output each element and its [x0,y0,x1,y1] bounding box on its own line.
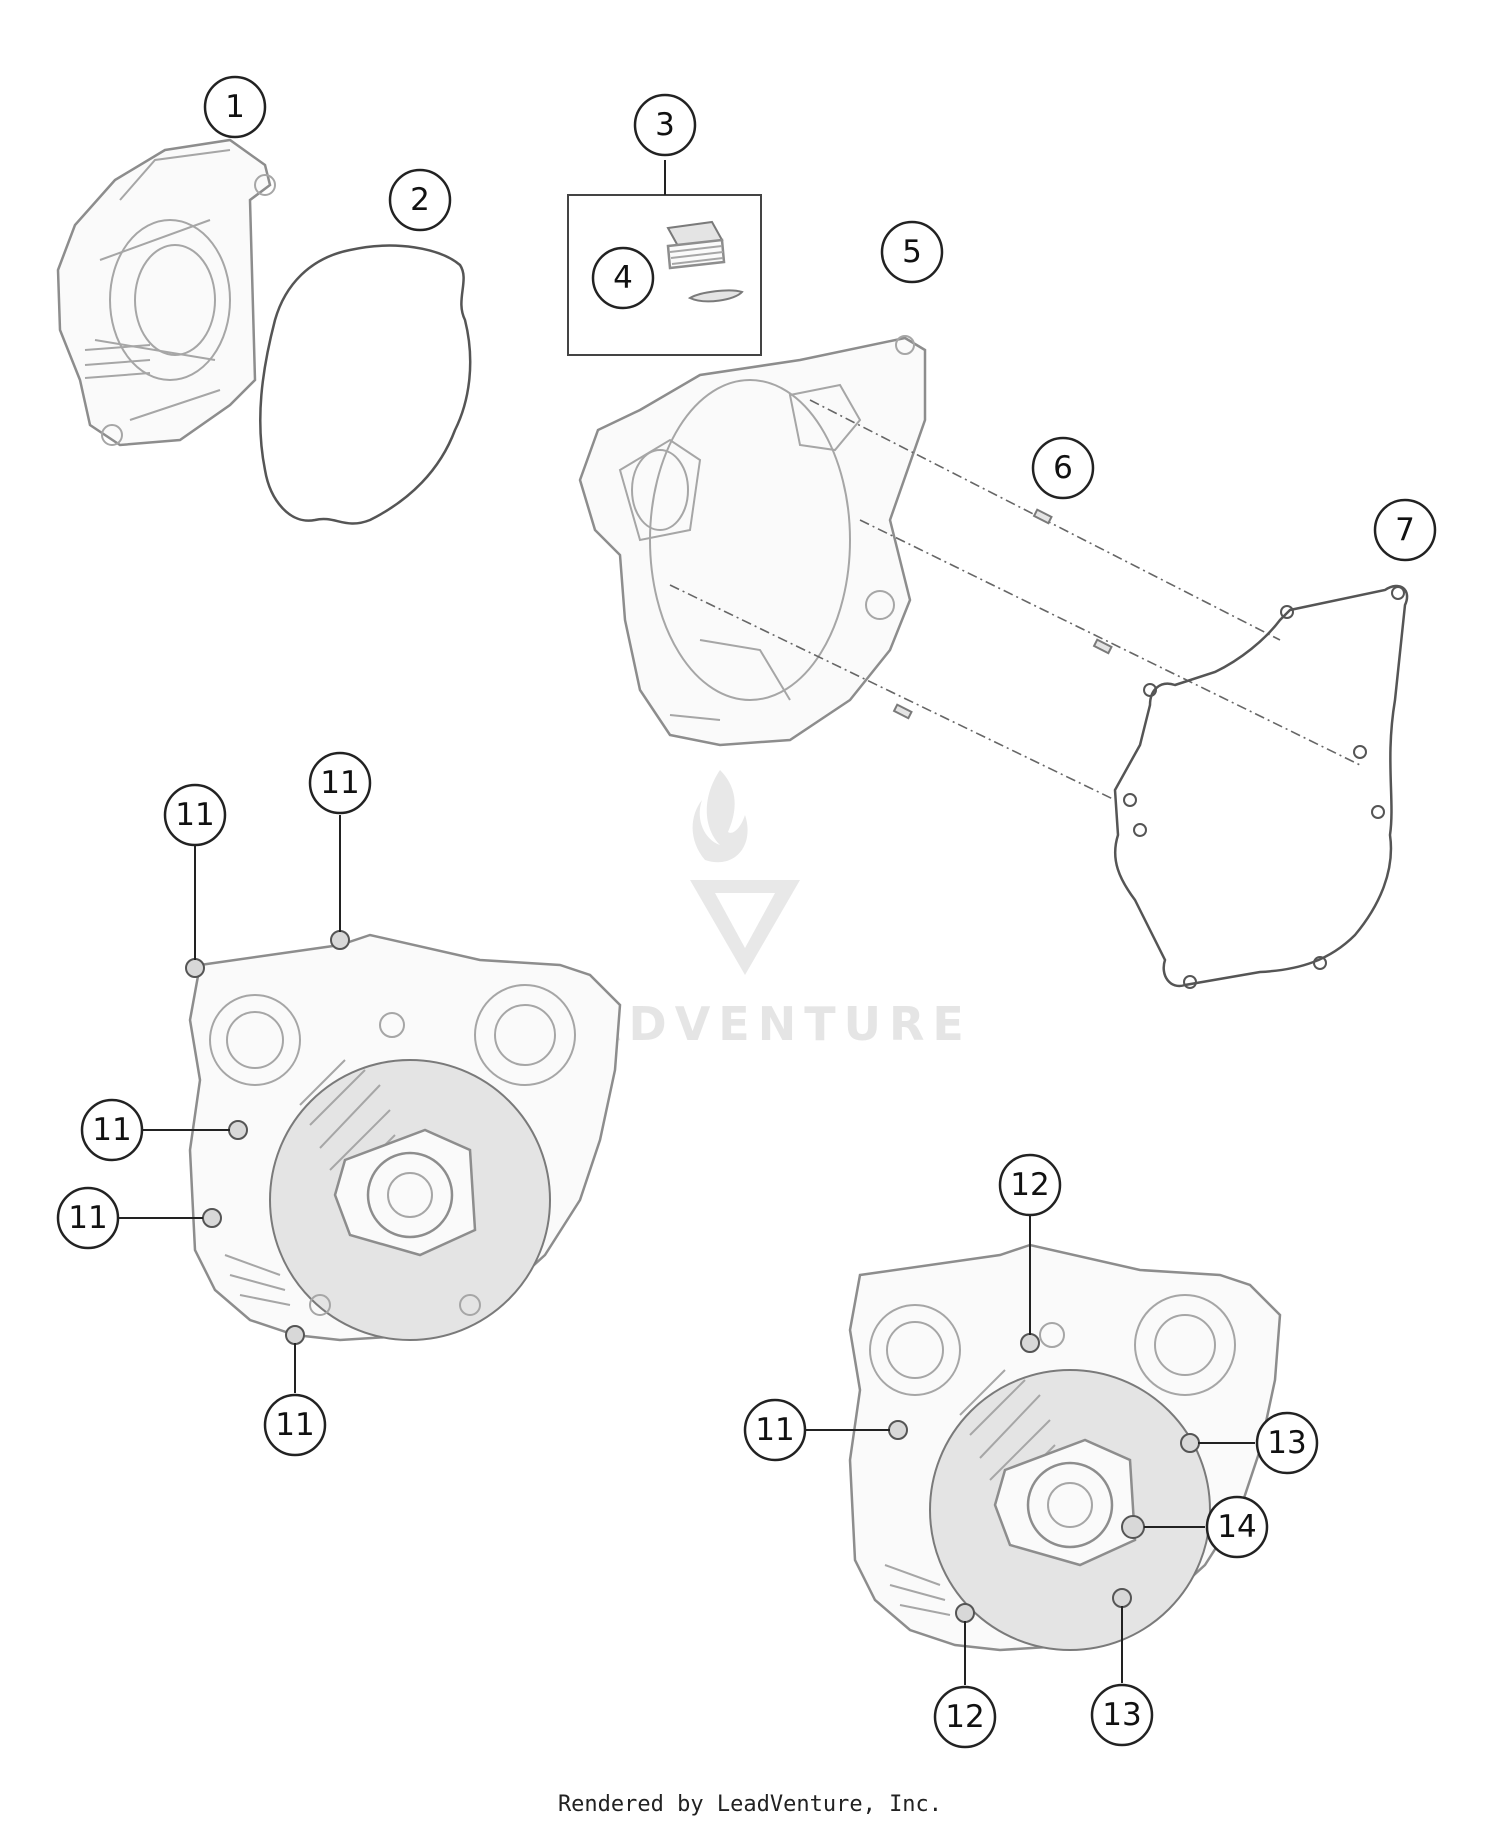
callout-circle [933,1685,997,1749]
callout-number: 11 [320,765,359,801]
callout-5: 5 [880,220,944,284]
callout-number: 7 [1395,512,1415,548]
inner-gasket-bolt-holes [1123,586,1405,989]
callout-circle [1090,1683,1154,1747]
bolt-13-a [1180,1433,1200,1453]
callout-circle [633,93,697,157]
callout-number: 13 [1267,1425,1306,1461]
bolt-14 [1121,1515,1145,1539]
callout-number: 11 [68,1200,107,1236]
callout-6: 6 [1031,436,1095,500]
callout-number: 12 [1010,1167,1049,1203]
callout-7: 7 [1373,498,1437,562]
ignition-cover-left [188,933,622,1342]
bolt-11-a [185,958,205,978]
callout-circle [263,1393,327,1457]
callout-circle [80,1098,144,1162]
callout-number: 11 [175,797,214,833]
bolt-11-f [888,1420,908,1440]
callout-circle [203,75,267,139]
callout-circle [880,220,944,284]
bolt-11-b [330,930,350,950]
leader-lines [118,815,1255,1685]
outer-clutch-cover [56,138,276,447]
callout-11: 11 [80,1098,144,1162]
callout-circle [1205,1495,1269,1559]
bolt-11-e [285,1325,305,1345]
callout-11: 11 [308,751,372,815]
bolts [185,930,1200,1623]
callout-number: 6 [1053,450,1073,486]
callout-12: 12 [933,1685,997,1749]
callout-circle [591,246,655,310]
oil-filler-plug [666,220,744,303]
callout-2: 2 [388,168,452,232]
callout-12: 12 [998,1153,1062,1217]
callout-11: 11 [163,783,227,847]
callout-11: 11 [263,1393,327,1457]
callout-14: 14 [1205,1495,1269,1559]
callout-number: 14 [1217,1509,1256,1545]
outer-cover-gasket [259,244,472,525]
callout-11: 11 [56,1186,120,1250]
callout-number: 1 [225,89,245,125]
ignition-cover-right [848,1243,1282,1652]
callout-13: 13 [1090,1683,1154,1747]
callout-13: 13 [1255,1411,1319,1475]
bolt-12-b [955,1603,975,1623]
callout-circle [56,1186,120,1250]
inner-clutch-cover [578,335,927,747]
inner-cover-gasket [1113,584,1409,988]
bolt-11-c [228,1120,248,1140]
bolt-12-a [1020,1333,1040,1353]
callout-circle [1373,498,1437,562]
callout-number: 2 [410,182,430,218]
bolt-13-b [1112,1588,1132,1608]
dowel-pins [669,399,1361,801]
callout-number: 12 [945,1699,984,1735]
callout-1: 1 [203,75,267,139]
callout-circle [998,1153,1062,1217]
callout-number: 11 [755,1412,794,1448]
footer-credit: Rendered by LeadVenture, Inc. [557,1792,943,1817]
callout-circle [308,751,372,815]
callout-circle [388,168,452,232]
bolt-11-d [202,1208,222,1228]
callout-circle [163,783,227,847]
callout-3: 3 [633,93,697,157]
callout-number: 4 [613,260,633,296]
callout-circle [1031,436,1095,500]
callout-number: 5 [902,234,922,270]
callout-circle [1255,1411,1319,1475]
callout-number: 3 [655,107,675,143]
callout-4: 4 [591,246,655,310]
callout-number: 11 [275,1407,314,1443]
watermark-flame-icon [692,770,748,863]
callout-circle [743,1398,807,1462]
callout-11: 11 [743,1398,807,1462]
callout-number: 11 [92,1112,131,1148]
watermark-v-icon [690,880,800,975]
callout-number: 13 [1102,1697,1141,1733]
